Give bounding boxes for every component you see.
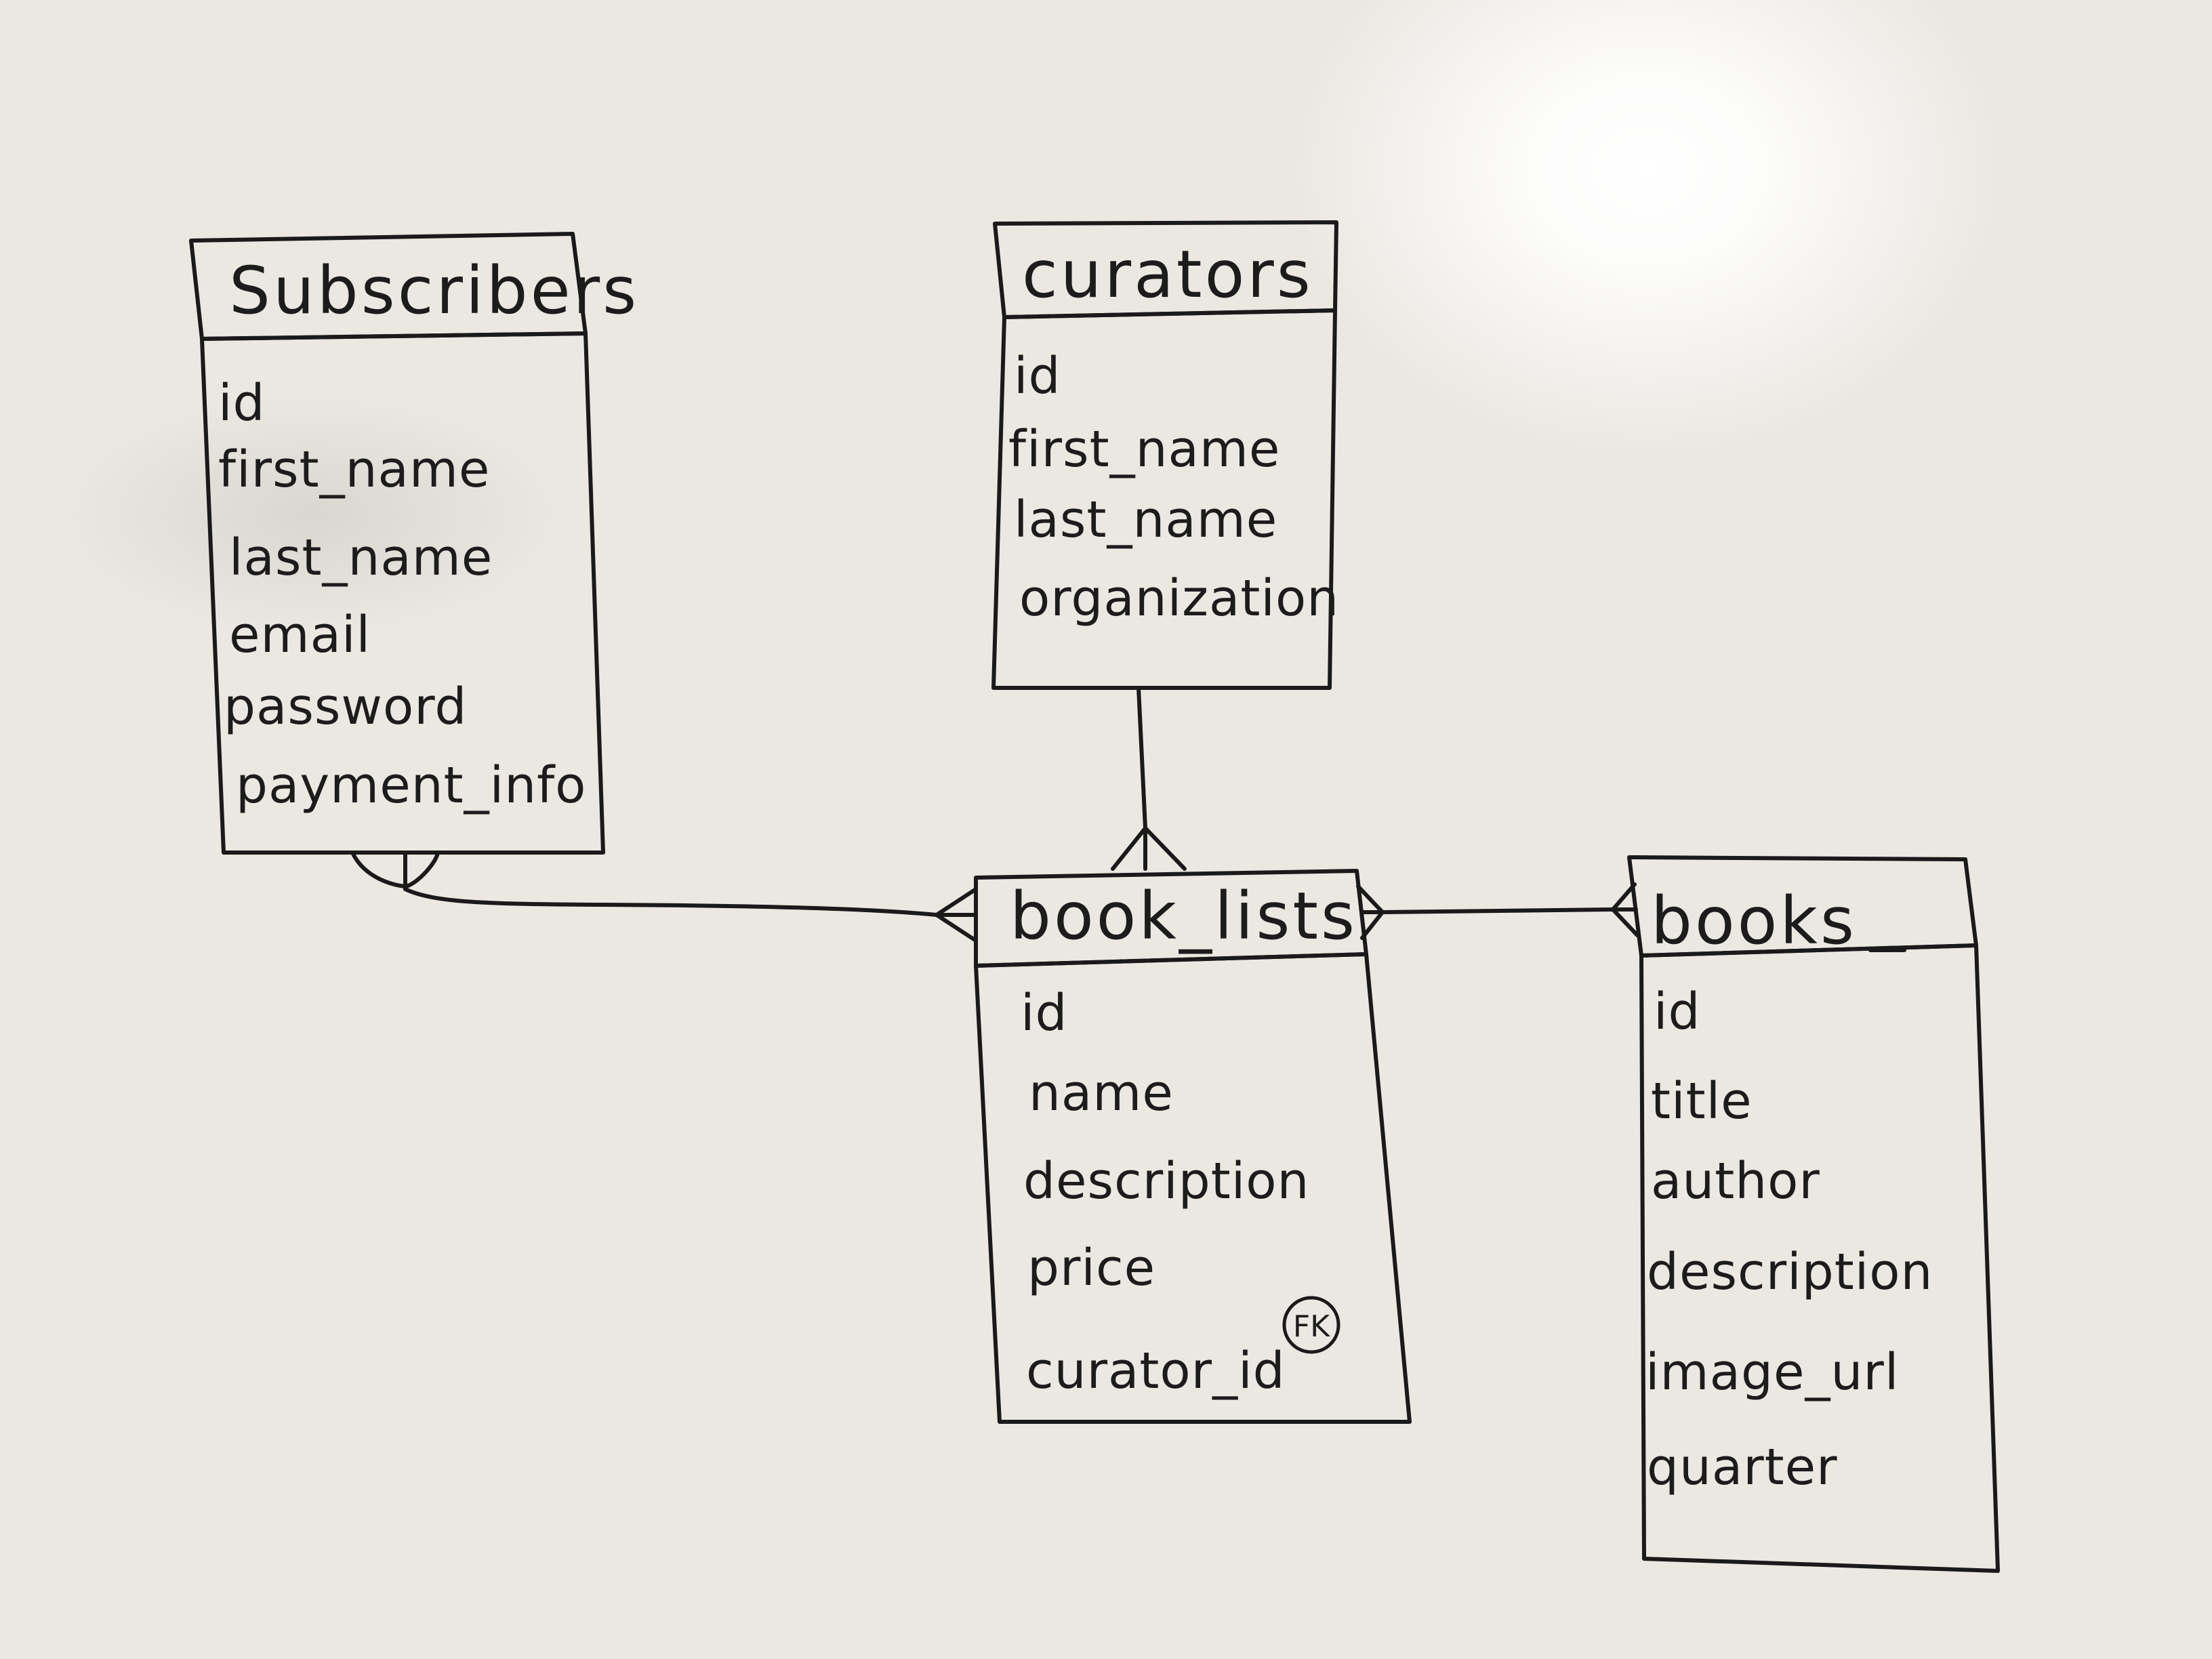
table-curators: curators id first_name last_name organiz… <box>991 220 1339 690</box>
subscribers-book-lists-line <box>403 887 939 917</box>
book-lists-body-box <box>974 952 1412 1424</box>
subscribers-field-id: id <box>218 374 266 432</box>
curators-field-last-name: last_name <box>1014 491 1277 549</box>
curators-field-organization: organization <box>1019 569 1339 628</box>
eraser-smudge <box>54 393 569 637</box>
curators-book-lists-line <box>1136 686 1147 830</box>
relationship-book-lists-books <box>1356 882 1639 940</box>
book-lists-field-curator-id: curator_id <box>1026 1342 1286 1400</box>
subscribers-field-password: password <box>224 678 467 736</box>
books-field-quarter: quarter <box>1647 1438 1838 1496</box>
light-glare <box>1294 0 1999 454</box>
books-field-title: title <box>1651 1072 1753 1130</box>
curators-field-id: id <box>1014 347 1061 405</box>
book-lists-field-description: description <box>1023 1152 1309 1210</box>
relationship-subscribers-book-lists <box>350 851 978 943</box>
books-title: books <box>1651 883 1857 959</box>
books-field-author: author <box>1651 1152 1820 1210</box>
books-field-id: id <box>1654 983 1701 1041</box>
books-field-image-url: image_url <box>1645 1343 1899 1401</box>
relationship-curators-book-lists <box>1111 686 1187 871</box>
foreign-key-label: FK <box>1293 1309 1330 1344</box>
subscribers-body-box <box>200 331 605 855</box>
table-book-lists: book_lists id name description price cur… <box>974 869 1412 1424</box>
book-lists-title: book_lists <box>1010 878 1357 954</box>
table-books: books id title author description image_… <box>1627 855 2000 1573</box>
book-lists-field-id: id <box>1021 984 1068 1042</box>
subscribers-field-payment-info: payment_info <box>236 756 586 815</box>
book-lists-field-name: name <box>1029 1064 1174 1122</box>
subscribers-field-last-name: last_name <box>229 529 493 587</box>
book-lists-field-price: price <box>1027 1239 1155 1297</box>
book-lists-books-line <box>1380 907 1615 914</box>
subscribers-field-email: email <box>229 606 371 664</box>
curators-body-box <box>991 308 1337 690</box>
subscribers-title: Subscribers <box>229 253 639 329</box>
curators-field-first-name: first_name <box>1008 420 1280 478</box>
subscribers-field-first-name: first_name <box>218 441 490 499</box>
curators-title: curators <box>1022 237 1313 312</box>
table-subscribers: Subscribers id first_name last_name emai… <box>189 232 639 855</box>
foreign-key-badge: FK <box>1282 1296 1340 1354</box>
books-field-description: description <box>1647 1243 1933 1301</box>
books-body-box <box>1639 943 2000 1573</box>
